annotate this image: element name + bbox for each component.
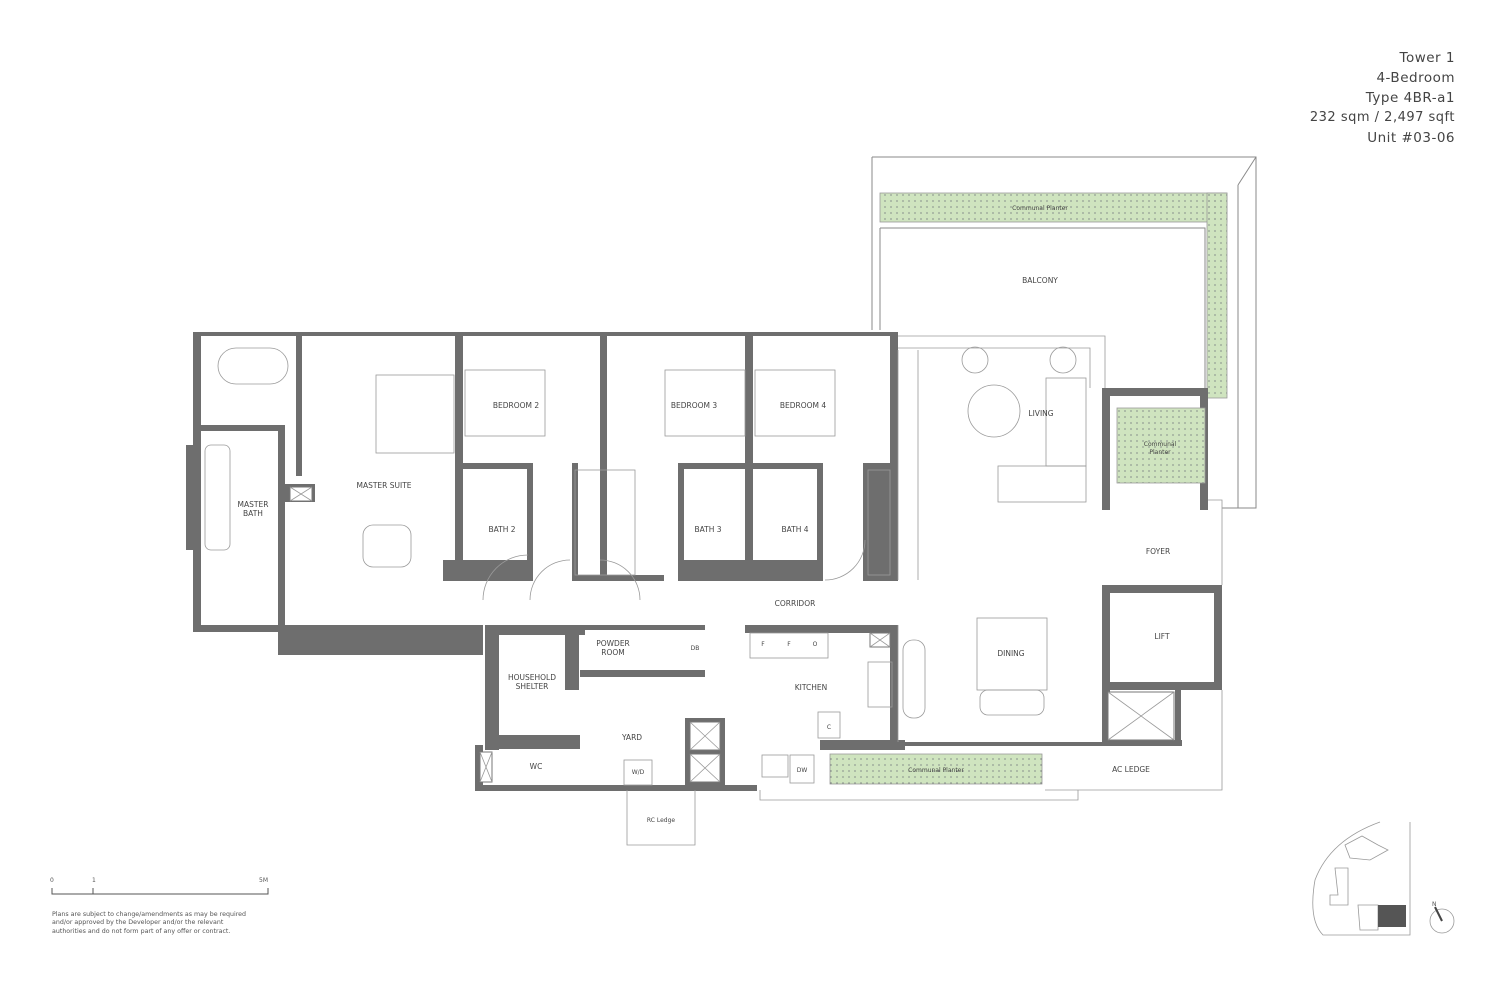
fridge2-label: F <box>787 641 791 648</box>
shelter-label-2: SHELTER <box>516 682 549 691</box>
unit-area: 232 sqm / 2,497 sqft <box>1309 110 1455 125</box>
planter-square-label-1: Communal <box>1144 441 1177 448</box>
interior-lines: Communal Planter Communal Planter <box>204 335 1223 846</box>
unit-info: Tower 1 4-Bedroom Type 4BR-a1 232 sqm / … <box>1310 48 1455 148</box>
master-bath-label-1: MASTER <box>238 500 269 509</box>
master-suite-label: MASTER SUITE <box>356 481 411 490</box>
room-labels: LIVING FOYER LIFT DINING AC LEDGE MASTER… <box>238 401 1171 824</box>
key-plan: N <box>1312 821 1455 936</box>
bath4-label: BATH 4 <box>781 525 808 534</box>
db-label: DB <box>691 645 700 652</box>
bath3-label: BATH 3 <box>694 525 721 534</box>
powder-label-1: POWDER <box>596 639 630 648</box>
tower-label: Tower 1 <box>1399 50 1455 66</box>
disclaimer-line-2: and/or approved by the Developer and/or … <box>52 919 224 927</box>
scale-tick-5: 5M <box>259 877 268 884</box>
bedroom3-label: BEDROOM 3 <box>671 401 718 410</box>
master-bath-label-2: BATH <box>243 509 263 518</box>
bedroom2-label: BEDROOM 2 <box>493 401 540 410</box>
yard-label: YARD <box>621 733 642 742</box>
shelter-label-1: HOUSEHOLD <box>508 673 556 682</box>
wc-label: WC <box>530 762 543 771</box>
balcony: Communal Planter BALCONY <box>871 156 1257 509</box>
planter-top-label: Communal Planter <box>1012 205 1068 212</box>
kitchen-label: KITCHEN <box>795 683 828 692</box>
fridge1-label: F <box>761 641 765 648</box>
dining-label: DINING <box>997 649 1024 658</box>
bath2-label: BATH 2 <box>488 525 515 534</box>
planter-bottom-label: Communal Planter <box>908 767 964 774</box>
ac-ledge-label: AC LEDGE <box>1112 765 1150 774</box>
foyer-label: FOYER <box>1146 547 1170 556</box>
bedroom-type: 4-Bedroom <box>1376 70 1455 86</box>
disclaimer-line-3: authorities and do not form part of any … <box>52 927 231 935</box>
scale-bar: 0 1 5M <box>50 877 269 895</box>
powder-label-2: ROOM <box>601 648 625 657</box>
rc-ledge-label: RC Ledge <box>647 817 676 824</box>
scale-tick-0: 0 <box>50 877 54 884</box>
living-label: LIVING <box>1028 409 1053 418</box>
wd-label: W/D <box>632 769 645 776</box>
disclaimer: Plans are subject to change/amendments a… <box>52 911 292 936</box>
lift-label: LIFT <box>1154 632 1170 641</box>
type-code: Type 4BR-a1 <box>1365 90 1455 106</box>
balcony-label: BALCONY <box>1022 276 1058 285</box>
corridor-label: CORRIDOR <box>775 599 816 608</box>
oven-label: O <box>813 641 818 648</box>
disclaimer-line-1: Plans are subject to change/amendments a… <box>52 911 247 918</box>
unit-number: Unit #03-06 <box>1367 130 1455 146</box>
highlighted-unit <box>1378 905 1406 927</box>
cooker-label: C <box>827 724 831 731</box>
dw-label: DW <box>797 767 808 774</box>
bedroom4-label: BEDROOM 4 <box>780 401 827 410</box>
scale-tick-1: 1 <box>92 877 96 884</box>
planter-square-label-2: Planter <box>1149 449 1171 456</box>
walls <box>186 332 1222 791</box>
north-arrow-label: N <box>1432 901 1437 908</box>
